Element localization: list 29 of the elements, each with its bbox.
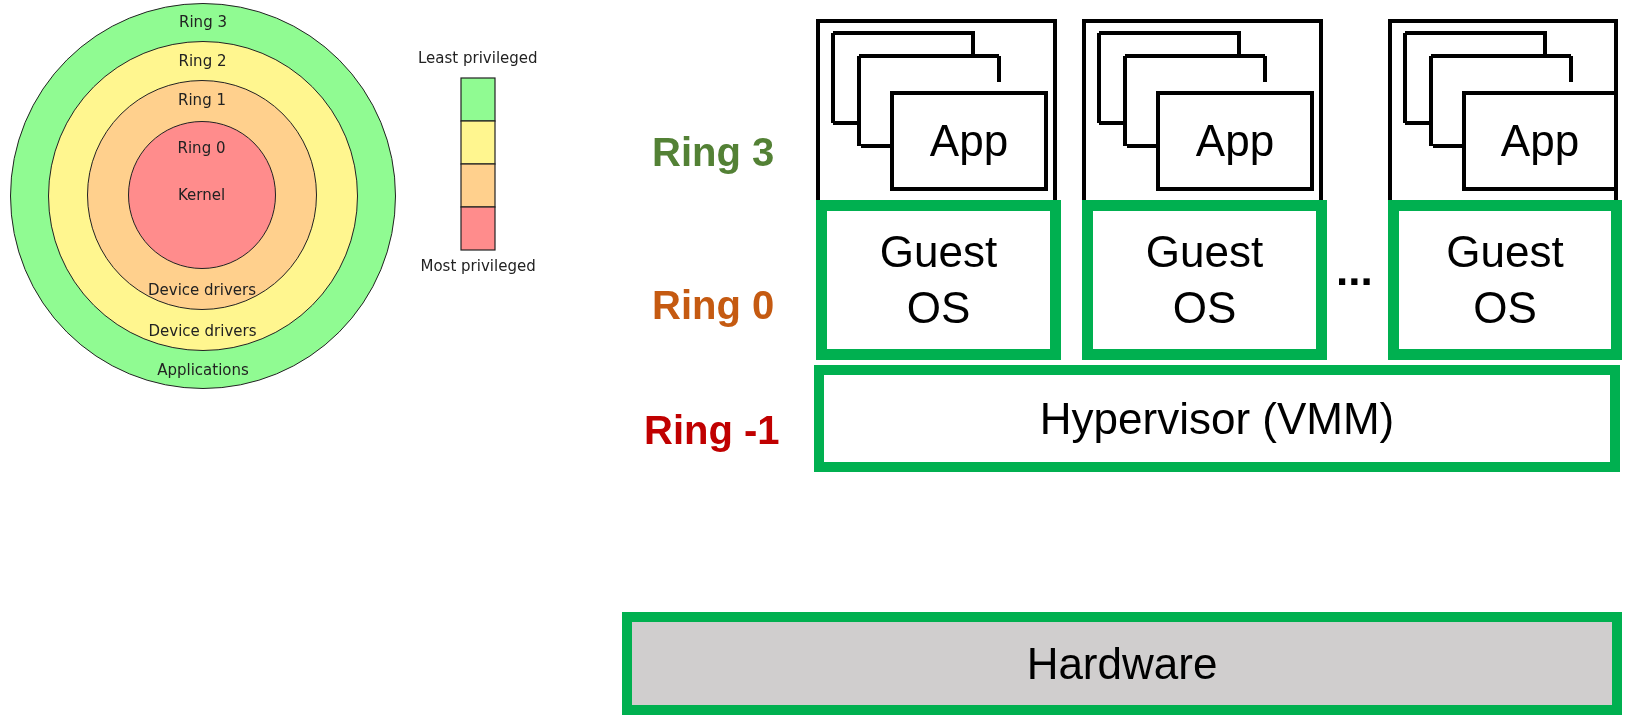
ring-description: Kernel (177, 185, 226, 204)
hypervisor-layer (814, 365, 1620, 472)
box-label: Guest OS (878, 226, 999, 334)
guest-os-box (1082, 200, 1327, 360)
ring-description: Device drivers (148, 281, 256, 299)
box-label: Guest OS (1445, 226, 1565, 334)
guest-os-box (816, 200, 1061, 360)
ring-level-label: Ring 0 (652, 283, 775, 327)
box-label: Hypervisor (VMM) (1039, 393, 1395, 444)
ring-level-label: Ring 3 (652, 130, 775, 174)
ellipsis: ... (1336, 246, 1373, 294)
box-label: Hardware (1026, 638, 1218, 689)
scale-label: Least privileged (418, 48, 538, 68)
app-window (890, 91, 1048, 191)
ring-title: Ring 1 (178, 91, 226, 109)
ring-level-label: Ring -1 (644, 408, 780, 452)
ring-title: Ring 2 (178, 51, 227, 70)
box-label: App (929, 116, 1009, 166)
scale-label: Most privileged (420, 256, 536, 276)
ring-title: Ring 0 (177, 138, 226, 157)
box-label: Guest OS (1144, 226, 1265, 334)
ring-description: Device drivers (148, 321, 257, 340)
ring-title: Ring 3 (179, 13, 227, 31)
box-label: App (1195, 116, 1275, 166)
ring-description: Applications (157, 361, 249, 379)
box-label: App (1500, 116, 1580, 166)
guest-os-box (1388, 200, 1622, 360)
app-window (1156, 91, 1314, 191)
hardware-layer (622, 612, 1622, 715)
